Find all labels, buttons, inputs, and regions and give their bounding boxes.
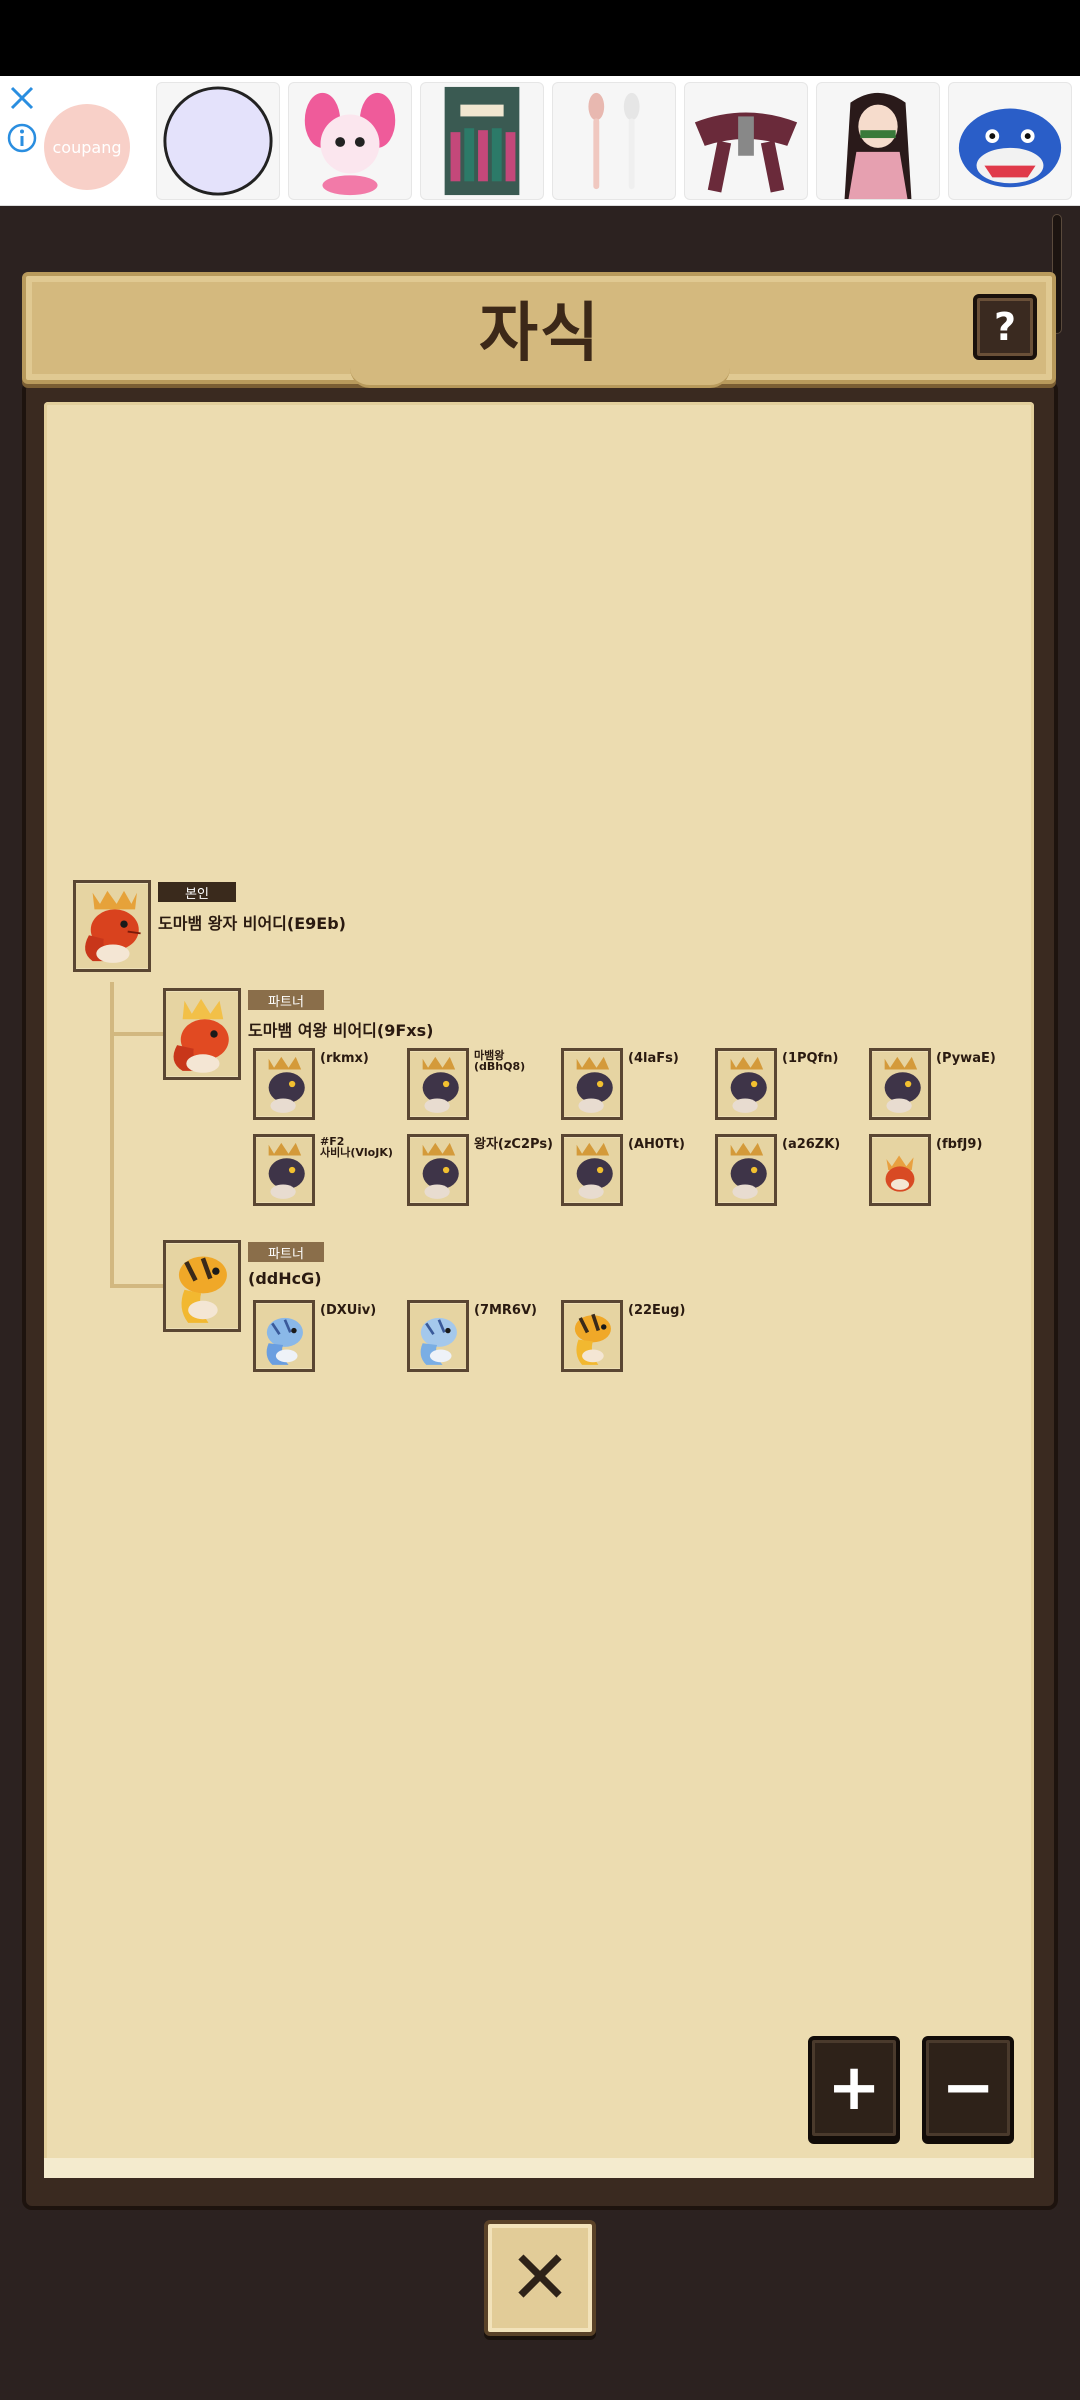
yellow-lizard-icon	[564, 1303, 620, 1369]
red-lizard-king-icon	[76, 883, 148, 969]
child-label: (DXUiv)	[320, 1303, 377, 1318]
help-button[interactable]: ?	[973, 294, 1037, 360]
child-portrait[interactable]	[715, 1048, 777, 1120]
child-portrait[interactable]	[253, 1134, 315, 1206]
dark-lizard-icon	[410, 1051, 466, 1117]
plate-icon	[163, 86, 273, 196]
child-portrait[interactable]	[407, 1300, 469, 1372]
dark-lizard-icon	[718, 1137, 774, 1203]
close-icon[interactable]	[6, 82, 38, 114]
red-lizard-queen-icon	[166, 991, 238, 1077]
spoon-icon	[588, 92, 640, 190]
child-portrait[interactable]	[561, 1048, 623, 1120]
child-label: (fbfJ9)	[936, 1137, 983, 1152]
title-banner-notch	[350, 368, 730, 388]
anime-figure-icon	[844, 92, 912, 199]
status-bar	[0, 0, 1080, 76]
blue-lizard-icon	[256, 1303, 312, 1369]
child-portrait[interactable]	[253, 1048, 315, 1120]
ad-product-plate[interactable]	[156, 82, 280, 200]
child-label: (4laFs)	[628, 1051, 679, 1066]
self-portrait[interactable]	[73, 880, 151, 972]
child-portrait[interactable]	[869, 1134, 931, 1206]
partner-portrait[interactable]	[163, 988, 241, 1080]
child-label: (PywaE)	[936, 1051, 996, 1066]
page-title: 자식	[479, 297, 601, 371]
dark-lizard-icon	[410, 1137, 466, 1203]
child-portrait[interactable]	[407, 1134, 469, 1206]
child-label: 마뱀왕(dBhQ8)	[474, 1049, 526, 1073]
dark-lizard-icon	[564, 1051, 620, 1117]
info-icon[interactable]	[6, 122, 38, 154]
child-label: #F2 사비나(VloJK)	[320, 1135, 393, 1159]
dark-lizard-icon	[564, 1137, 620, 1203]
self-name: 도마뱀 왕자 비어디(E9Eb)	[158, 914, 346, 933]
drama-poster-icon	[444, 86, 520, 196]
child-portrait[interactable]	[253, 1300, 315, 1372]
ad-logo[interactable]: coupang	[44, 104, 130, 190]
child-label: 왕자(zC2Ps)	[474, 1137, 553, 1152]
partner-name: (ddHcG)	[248, 1269, 322, 1288]
blue-lizard-icon	[410, 1303, 466, 1369]
ad-product-shark[interactable]	[948, 82, 1072, 200]
child-portrait[interactable]	[561, 1300, 623, 1372]
close-button[interactable]: ✕	[484, 2220, 596, 2336]
dark-lizard-icon	[256, 1051, 312, 1117]
child-label: (1PQfn)	[782, 1051, 839, 1066]
ad-product-spoon[interactable]	[552, 82, 676, 200]
zoom-in-button[interactable]: +	[808, 2036, 900, 2140]
child-label: (AH0Tt)	[628, 1137, 685, 1152]
zoom-out-button[interactable]: −	[922, 2036, 1014, 2140]
egg-icon	[872, 1137, 928, 1203]
partner-name: 도마뱀 여왕 비어디(9Fxs)	[248, 1021, 434, 1040]
dark-lizard-icon	[256, 1137, 312, 1203]
dark-lizard-icon	[718, 1051, 774, 1117]
tree-connector	[110, 1032, 164, 1036]
child-portrait[interactable]	[561, 1134, 623, 1206]
tree-connector	[110, 1284, 164, 1288]
child-portrait[interactable]	[407, 1048, 469, 1120]
dark-lizard-icon	[872, 1051, 928, 1117]
child-portrait[interactable]	[869, 1048, 931, 1120]
harness-icon	[694, 112, 798, 193]
ad-product-figure[interactable]	[816, 82, 940, 200]
ad-product-poster[interactable]	[420, 82, 544, 200]
ad-product-harness[interactable]	[684, 82, 808, 200]
child-label: (a26ZK)	[782, 1137, 841, 1152]
shark-bag-icon	[958, 108, 1062, 188]
self-tag: 본인	[158, 882, 236, 902]
ad-product-bunny[interactable]	[288, 82, 412, 200]
ad-banner[interactable]: coupang	[0, 76, 1080, 206]
child-label: (7MR6V)	[474, 1303, 537, 1318]
yellow-lizard-icon	[166, 1243, 238, 1329]
tree-connector	[110, 982, 114, 1288]
partner-tag: 파트너	[248, 990, 324, 1010]
paper-edge	[44, 2158, 1034, 2178]
bunny-plush-icon	[304, 92, 396, 196]
child-portrait[interactable]	[715, 1134, 777, 1206]
partner-tag: 파트너	[248, 1242, 324, 1262]
child-label: (22Eug)	[628, 1303, 686, 1318]
child-label: (rkmx)	[320, 1051, 369, 1066]
partner-portrait[interactable]	[163, 1240, 241, 1332]
